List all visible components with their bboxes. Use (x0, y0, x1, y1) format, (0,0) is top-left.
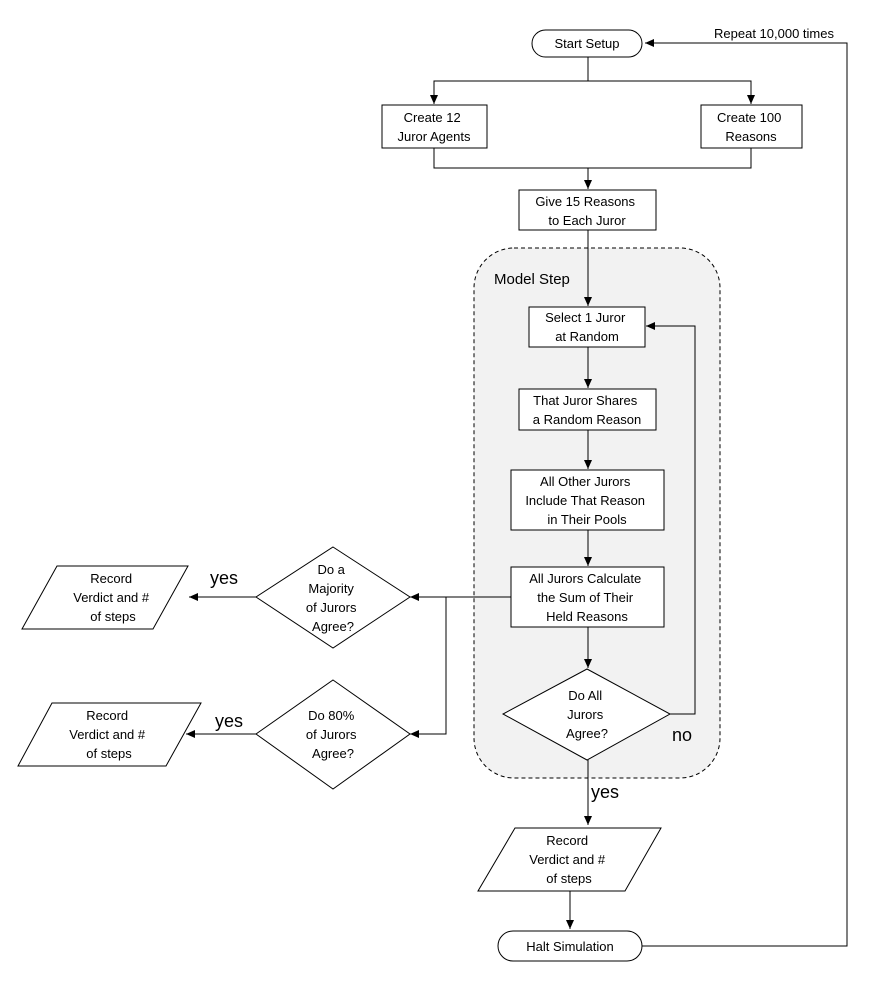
yes-label-bottom: yes (591, 782, 619, 802)
halt-simulation-label: Halt Simulation (526, 939, 613, 954)
decision-majority-label: Do a Majority of Jurors Agree? (306, 562, 360, 634)
give-reasons-label: Give 15 Reasons to Each Juror (535, 194, 638, 228)
share-reason-label: That Juror Shares a Random Reason (533, 393, 641, 427)
record-output-bottom-label: Record Verdict and # of steps (529, 833, 609, 886)
connector-jurors-merge (433, 148, 588, 169)
create-jurors-label: Create 12 Juror Agents (398, 110, 471, 144)
select-juror-label: Select 1 Juror at Random (545, 310, 629, 344)
connector-calc-80 (410, 597, 447, 738)
yes-label-majority: yes (210, 568, 238, 588)
connector-start-split (430, 57, 589, 104)
repeat-label: Repeat 10,000 times (714, 26, 834, 41)
create-reasons-box (700, 104, 803, 149)
include-reason-box (510, 469, 665, 531)
yes-label-80: yes (215, 711, 243, 731)
start-setup-label: Start Setup (554, 36, 619, 51)
create-reasons-label: Create 100 Reasons (717, 110, 785, 144)
connector-split-reasons (588, 80, 755, 104)
record-output-80-label: Record Verdict and # of steps (69, 708, 149, 761)
record-output-majority (21, 565, 189, 630)
decision-all-agree (501, 668, 672, 761)
connector-repeat-loop (642, 39, 848, 947)
give-reasons-box (518, 189, 657, 231)
decision-majority (255, 546, 411, 649)
connector-reasons-merge (584, 148, 752, 189)
no-label: no (672, 725, 692, 745)
record-output-bottom (477, 827, 662, 892)
share-reason-box (518, 388, 657, 431)
decision-all-agree-label: Do All Jurors Agree? (566, 688, 608, 741)
record-output-majority-label: Record Verdict and # of steps (73, 571, 153, 624)
decision-80-percent-label: Do 80% of Jurors Agree? (306, 708, 360, 761)
model-step-title: Model Step (494, 271, 570, 288)
create-jurors-box (381, 104, 488, 149)
include-reason-label: All Other Jurors Include That Reason in … (525, 474, 648, 527)
select-juror-box (528, 306, 646, 348)
decision-80-percent (255, 679, 411, 790)
halt-simulation-terminal (497, 930, 643, 962)
connector-no-loop (646, 322, 696, 715)
start-setup-terminal (531, 29, 643, 58)
record-output-80 (17, 702, 202, 767)
calculate-box (510, 566, 665, 628)
calculate-label: All Jurors Calculate the Sum of Their He… (529, 571, 645, 624)
